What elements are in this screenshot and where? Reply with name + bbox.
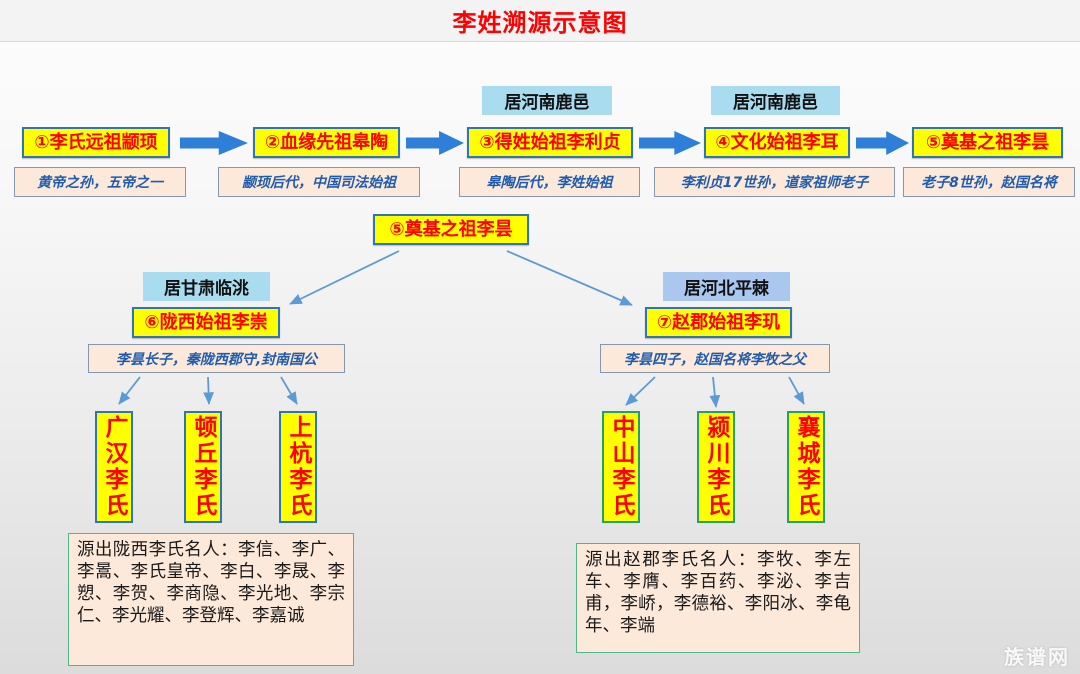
- title-bar: 李姓溯源示意图: [0, 0, 1080, 42]
- chain-node-1: ①李氏远祖颛顼: [22, 127, 170, 158]
- chain-node-5: ⑤奠基之祖李昙: [912, 127, 1063, 158]
- clan-box-guanghan: 广汉李氏: [95, 411, 133, 523]
- notables-longxi: 源出陇西李氏名人：李信、李广、李暠、李氏皇帝、李白、李晟、李愬、李贺、李商隐、李…: [68, 533, 354, 666]
- watermark-zupuwang: 族谱网: [1004, 645, 1070, 669]
- chain-caption-4: 李利贞17世孙，道家祖师老子: [654, 167, 895, 197]
- chain-node-3: ③得姓始祖李利贞: [467, 127, 633, 158]
- chain-caption-2: 颛顼后代，中国司法始祖: [218, 167, 420, 197]
- right-arrow-icon: [639, 131, 701, 155]
- residence-label-hebei-pingji: 居河北平棘: [663, 272, 790, 301]
- residence-label-gansu-lintao: 居甘肃临洮: [143, 272, 270, 301]
- chain-node-4: ④文化始祖李耳: [704, 127, 850, 158]
- clan-box-shanghang: 上杭李氏: [279, 411, 317, 523]
- residence-label-henan-luyi-1: 居河南鹿邑: [482, 86, 612, 115]
- clan-box-yingchuan: 颍川李氏: [697, 411, 735, 523]
- page-title: 李姓溯源示意图: [452, 9, 628, 37]
- branch-caption-longxi: 李昙长子，秦陇西郡守,封南国公: [88, 344, 345, 373]
- right-arrow-icon: [406, 131, 464, 155]
- chain-caption-5: 老子8世孙，赵国名将: [903, 167, 1075, 197]
- chain-node-2: ②血缘先祖皋陶: [253, 127, 400, 158]
- notables-zhaojun: 源出赵郡李氏名人：李牧、李左车、李膺、李百药、李泌、李吉甫，李峤，李德裕、李阳冰…: [576, 543, 860, 653]
- residence-label-henan-luyi-2: 居河南鹿邑: [711, 86, 840, 115]
- center-node-litan: ⑤奠基之祖李昙: [373, 214, 529, 245]
- right-arrow-icon: [856, 131, 909, 155]
- right-arrow-icon: [180, 131, 248, 155]
- clan-box-xiangcheng: 襄城李氏: [787, 411, 825, 523]
- clan-box-zhongshan: 中山李氏: [602, 411, 640, 523]
- branch-caption-zhaojun: 李昙四子，赵国名将李牧之父: [600, 344, 830, 373]
- branch-node-zhaojun: ⑦赵郡始祖李玑: [645, 307, 792, 338]
- clan-box-dunqiu: 顿丘李氏: [184, 411, 222, 523]
- chain-caption-1: 黄帝之孙，五帝之一: [14, 167, 186, 197]
- branch-node-longxi: ⑥陇西始祖李崇: [132, 307, 280, 338]
- chain-caption-3: 皋陶后代，李姓始祖: [459, 167, 640, 197]
